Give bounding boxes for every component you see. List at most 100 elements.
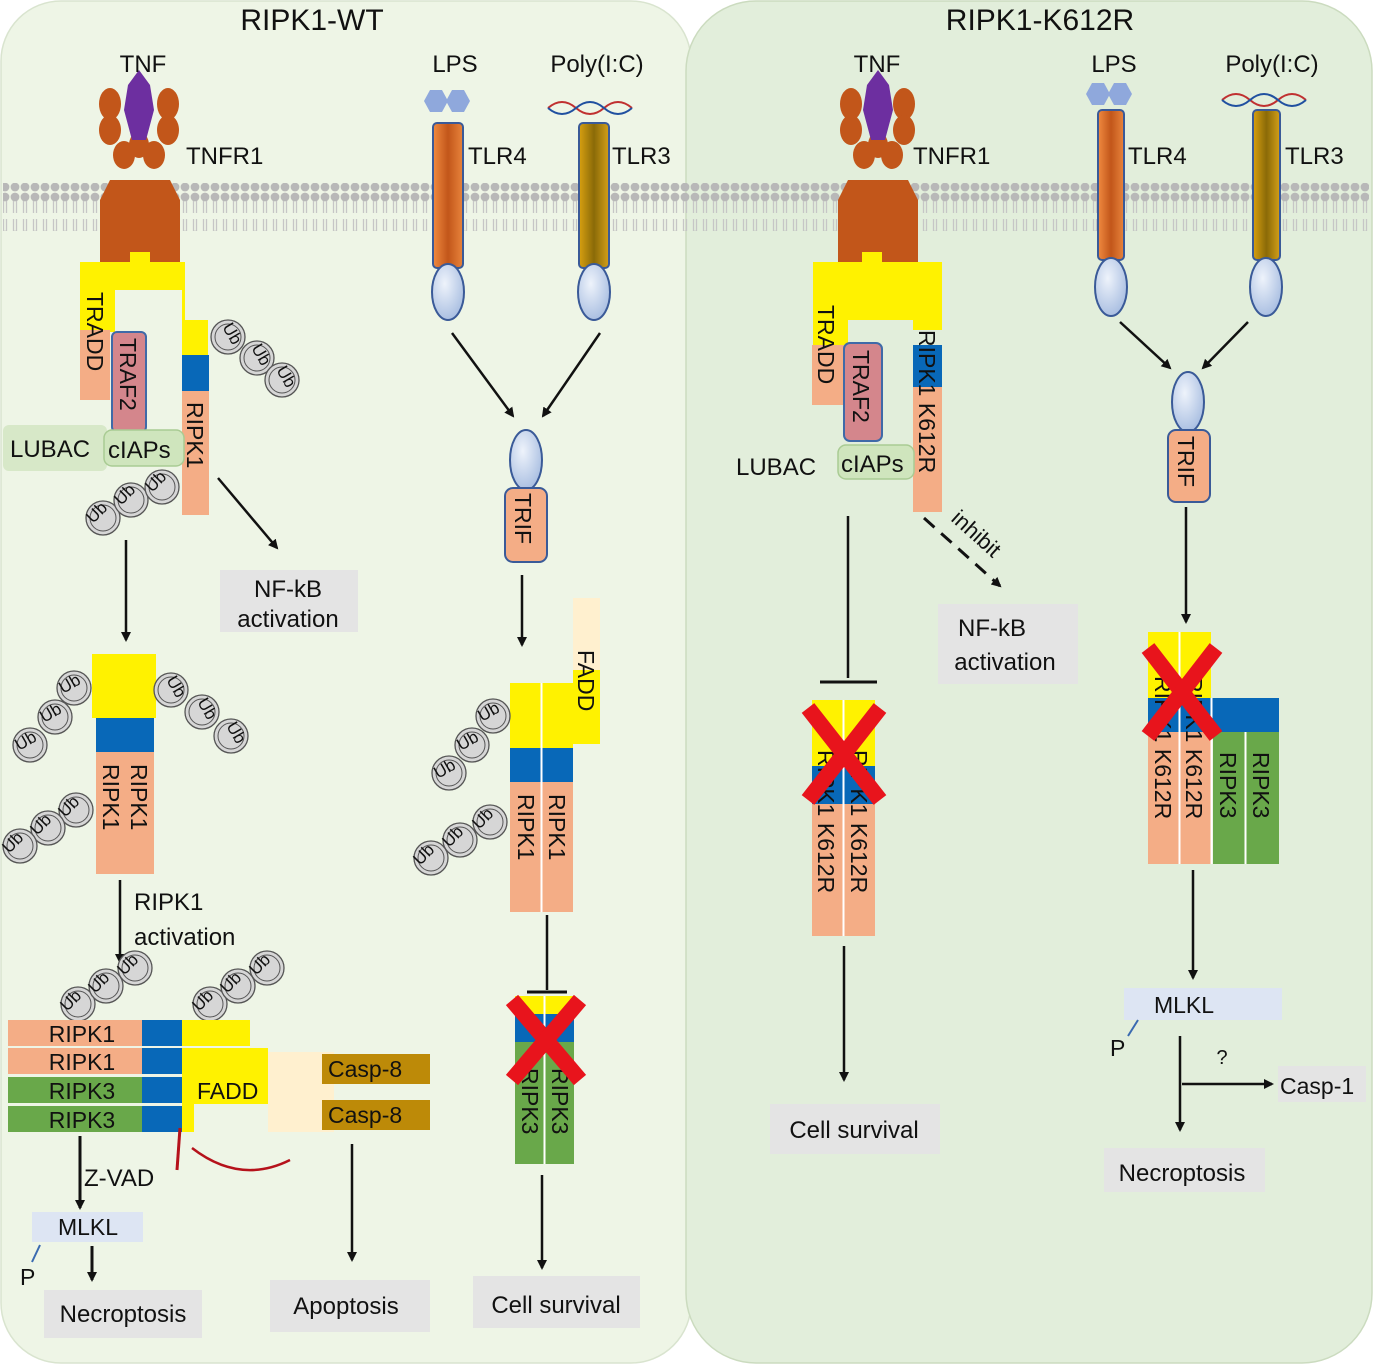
red-x-tlr-k612r — [1141, 643, 1223, 741]
necrosome-ripk3-a: RIPK3 — [49, 1078, 115, 1104]
arrow-tlr3-to-trif-k612r — [1201, 321, 1249, 370]
necrosome-k612r-ripk3-label-a: RIPK3 — [1215, 752, 1241, 818]
ripk1-dimer-box-wt — [96, 752, 154, 874]
ripk1-blue-wt — [182, 355, 209, 391]
ub-circle: Ub — [213, 718, 250, 754]
ub-circle: Ub — [110, 480, 149, 518]
trif-tir-k612r — [1171, 371, 1205, 433]
tlr4-receptor-wt — [432, 122, 464, 269]
arrow-tlr4-to-trif-k612r — [1119, 321, 1172, 370]
mlkl-box-k612r — [1124, 988, 1282, 1020]
phospho-line-wt — [31, 1244, 41, 1263]
trif-label-k612r: TRIF — [1173, 436, 1199, 487]
tlr4-tir-wt — [431, 263, 465, 321]
fadd-yellow-wt — [182, 1048, 268, 1104]
ciaps-label-k612r: cIAPs — [841, 451, 904, 478]
apoptosis-box — [270, 1280, 430, 1332]
red-x-tlr-wt — [505, 994, 587, 1086]
red-x-tnf-k612r — [801, 703, 887, 805]
tnfr1-label-k612r: TNFR1 — [913, 143, 990, 170]
tradd-label-k612r: TRADD — [813, 305, 839, 384]
traf2-label-k612r: TRAF2 — [848, 350, 874, 423]
necroptosis-box-k612r — [1104, 1148, 1265, 1192]
ripk1k612r-label: RIPK1 K612R — [914, 330, 940, 473]
tlr3-label-k612r: TLR3 — [1285, 143, 1344, 170]
tlr4-label-k612r: TLR4 — [1128, 143, 1187, 170]
ripk1-activation-label-2: activation — [134, 924, 235, 951]
cell-survival-box-k612r — [770, 1104, 940, 1154]
trif-box-k612r — [1167, 429, 1211, 503]
nfkb-label-k612r-1: NF-kB — [958, 615, 1026, 642]
ub-circle: Ub — [54, 792, 94, 828]
cell-survival-box-wt — [473, 1276, 640, 1328]
nfkb-box-wt — [220, 570, 358, 632]
ripk1-tlr-label-a: RIPK1 — [513, 794, 539, 860]
ub-circle: Ub — [12, 727, 48, 763]
tlr3-label-wt: TLR3 — [612, 143, 671, 170]
phospho-line-k612r — [1127, 1019, 1139, 1037]
fadd-yellow-top-wt — [182, 1020, 250, 1046]
tnfr1-label-wt: TNFR1 — [186, 143, 263, 170]
cell-survival-label-wt: Cell survival — [491, 1292, 620, 1319]
necrosome-ripk1-a: RIPK1 — [49, 1021, 115, 1047]
phospho-label-k612r: P — [1110, 1035, 1125, 1061]
ub-circle: Ub — [210, 319, 246, 355]
traf2-box-k612r — [843, 342, 883, 442]
necrosome-ripk1-b: RIPK1 — [49, 1049, 115, 1075]
lubac-label-k612r: LUBAC — [736, 454, 816, 481]
trif-box-wt — [504, 487, 548, 563]
tradd-label-wt: TRADD — [82, 292, 108, 371]
zvad-label: Z-VAD — [84, 1165, 154, 1192]
casp8-box-a — [322, 1054, 430, 1084]
ub-circle: Ub — [37, 699, 73, 735]
nfkb-label-k612r-2: activation — [954, 649, 1055, 676]
ripk3-tlr-label-b: RIPK3 — [547, 1068, 573, 1134]
ripk1k612r-box — [913, 387, 942, 512]
panel-title-wt: RIPK1-WT — [240, 4, 383, 37]
dashed-arrow-nfkb-k612r — [922, 516, 1002, 588]
tnfr1-receptor-k612r — [813, 70, 942, 345]
tlr3-tir-wt — [577, 263, 611, 321]
casp1-box — [1278, 1066, 1366, 1102]
zvad-inhibition-curve — [191, 1147, 291, 1172]
casp8-label-a: Casp-8 — [328, 1056, 402, 1082]
polyic-icon-wt — [547, 101, 633, 115]
question-label: ? — [1216, 1047, 1227, 1069]
casp1-label: Casp-1 — [1280, 1073, 1354, 1099]
mlkl-label-k612r: MLKL — [1154, 992, 1214, 1018]
fadd-yellow-stub-wt — [182, 1104, 194, 1132]
lps-icon-k612r — [1086, 83, 1132, 105]
lubac-label-wt: LUBAC — [10, 436, 90, 463]
nfkb-box-k612r — [938, 604, 1078, 684]
ub-circle: Ub — [264, 362, 300, 398]
casp8-label-b: Casp-8 — [328, 1102, 402, 1128]
ub-chain-necrosome-left: Ub Ub Ub — [56, 950, 153, 1022]
ripk1-tlr-label-b: RIPK1 — [544, 794, 570, 860]
cell-survival-label-k612r: Cell survival — [789, 1117, 918, 1144]
tlr3-receptor-k612r — [1252, 109, 1281, 261]
fadd-pale-wt — [573, 598, 600, 670]
polyic-label-k612r: Poly(I:C) — [1225, 51, 1318, 78]
ripk1-box-wt — [182, 391, 209, 515]
apoptosis-label: Apoptosis — [293, 1293, 398, 1320]
nfkb-label-wt-1: NF-kB — [254, 576, 322, 603]
tlr4-receptor-k612r — [1097, 109, 1125, 261]
tradd-box-wt — [80, 330, 110, 400]
tlr4-tir-k612r — [1094, 257, 1128, 317]
ripk1-activation-label-1: RIPK1 — [134, 889, 203, 916]
ripk1-dimer-yellow-wt — [92, 654, 156, 718]
tlr4-label-wt: TLR4 — [468, 143, 527, 170]
traf2-label-wt: TRAF2 — [115, 338, 141, 411]
nfkb-label-wt-2: activation — [237, 606, 338, 633]
zvad-inhibition-bar — [175, 1127, 182, 1171]
phospho-label-wt: P — [20, 1264, 35, 1290]
ub-chain-dimer-left: Ub Ub Ub — [12, 670, 92, 763]
ciaps-box-k612r — [837, 444, 915, 480]
mlkl-box-wt — [32, 1212, 143, 1242]
necrosome-rows-wt — [8, 1020, 182, 1132]
fadd-label-tlr-wt: FADD — [573, 650, 599, 711]
tradd-box-k612r — [812, 345, 844, 405]
necroptosis-label-wt: Necroptosis — [60, 1301, 187, 1328]
necroptosis-box-wt — [44, 1290, 202, 1338]
